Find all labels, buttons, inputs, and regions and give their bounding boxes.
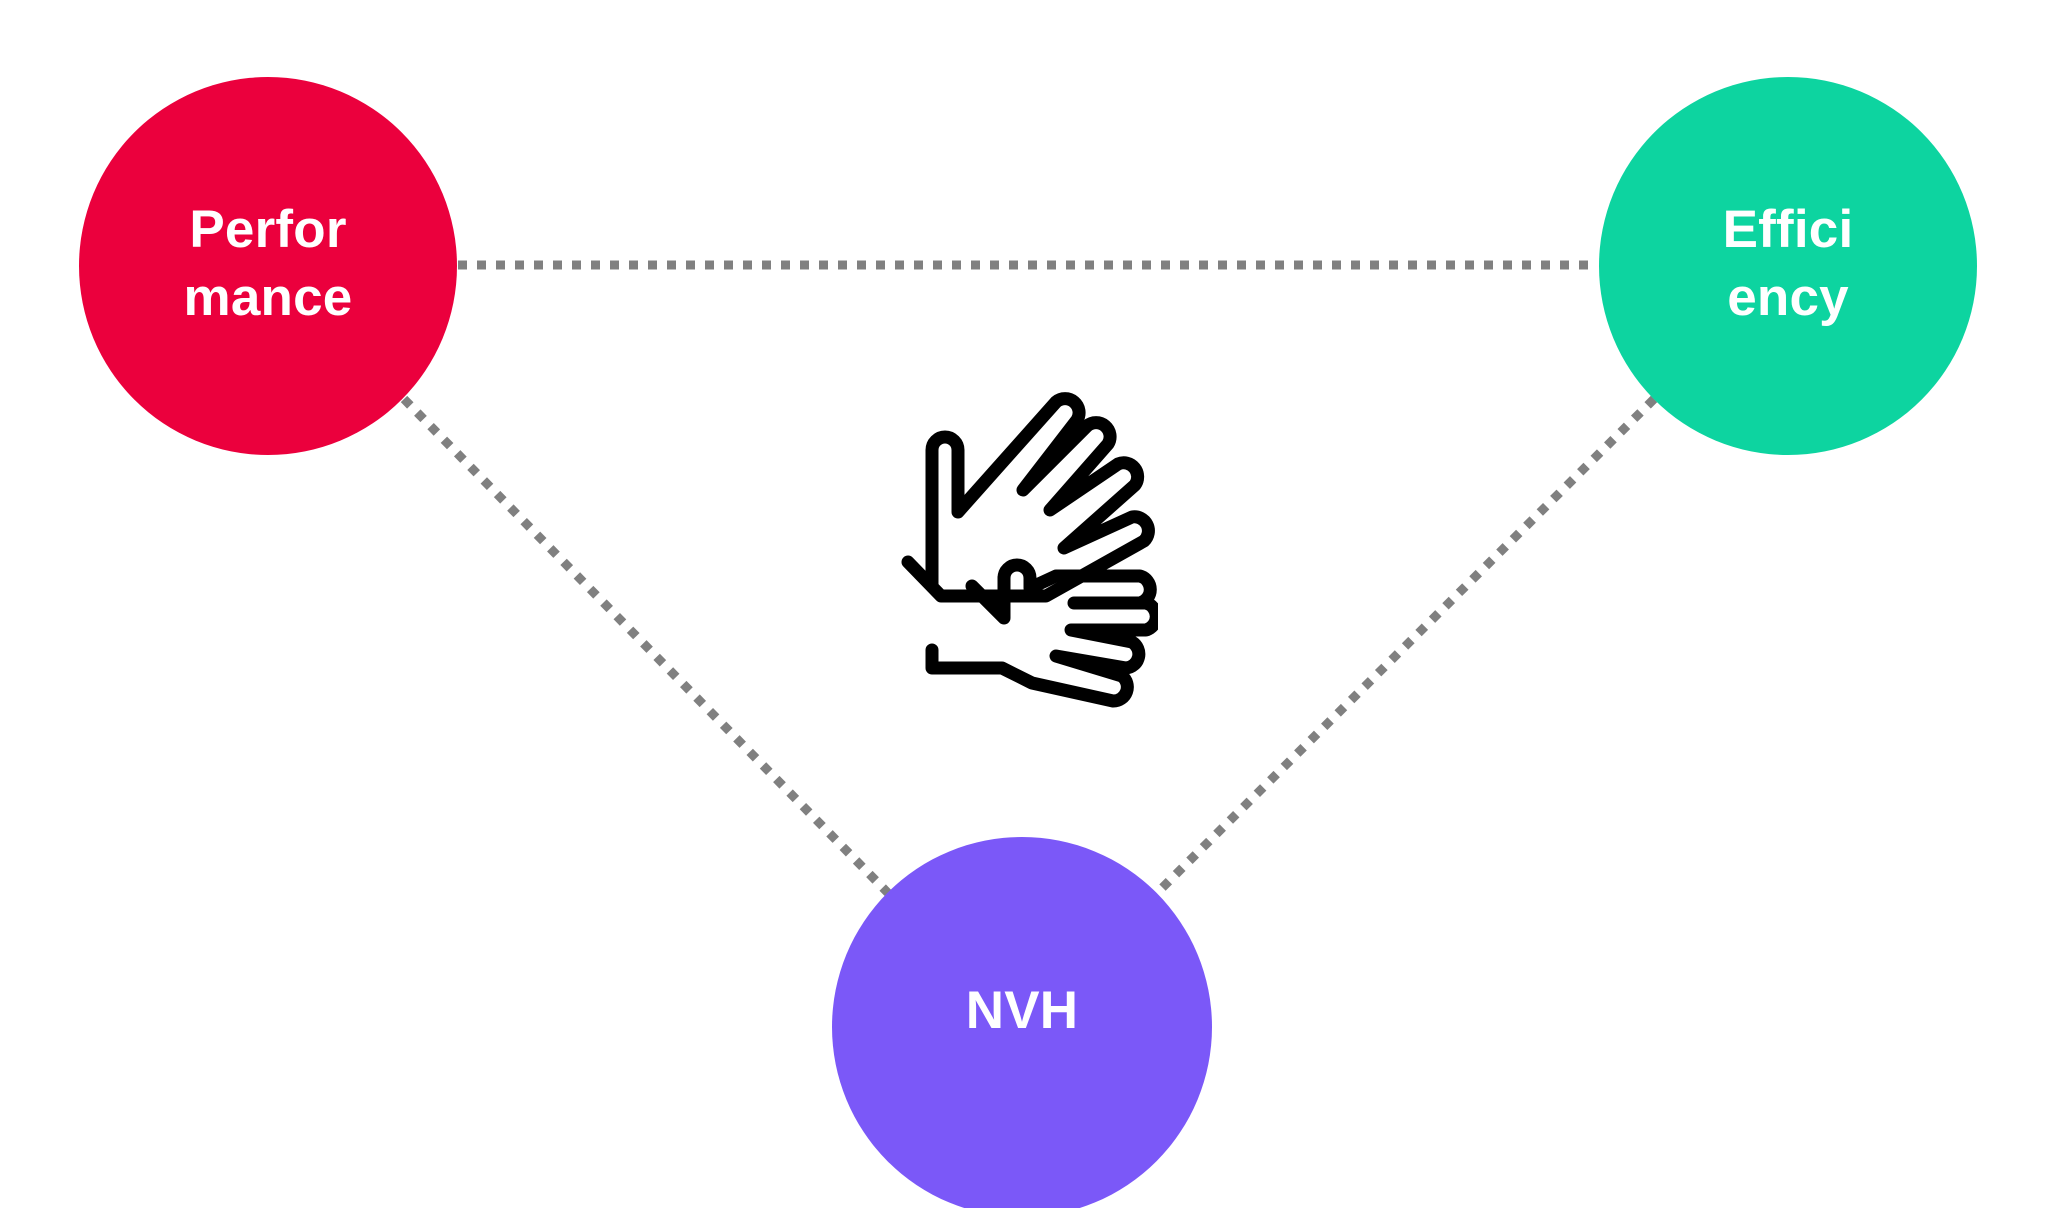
node-efficiency[interactable]: Effici ency xyxy=(1599,77,1977,455)
node-nvh-label: NVH xyxy=(832,977,1212,1045)
edge-performance-nvh xyxy=(400,395,892,897)
node-performance-label-line1: Perfor xyxy=(189,200,347,260)
node-efficiency-label-line2: ency xyxy=(1727,268,1849,327)
edge-efficiency-nvh xyxy=(1153,395,1658,897)
node-nvh[interactable]: NVH xyxy=(832,837,1212,1208)
node-performance-label-line2: mance xyxy=(183,268,353,327)
node-nvh-label-line1: NVH xyxy=(965,981,1079,1041)
node-efficiency-label-line1: Effici xyxy=(1722,200,1854,260)
two-hands-icon xyxy=(896,380,1158,710)
node-performance-label: Perfor mance xyxy=(79,196,457,332)
node-efficiency-label: Effici ency xyxy=(1599,196,1977,332)
node-performance[interactable]: Perfor mance xyxy=(79,77,457,455)
